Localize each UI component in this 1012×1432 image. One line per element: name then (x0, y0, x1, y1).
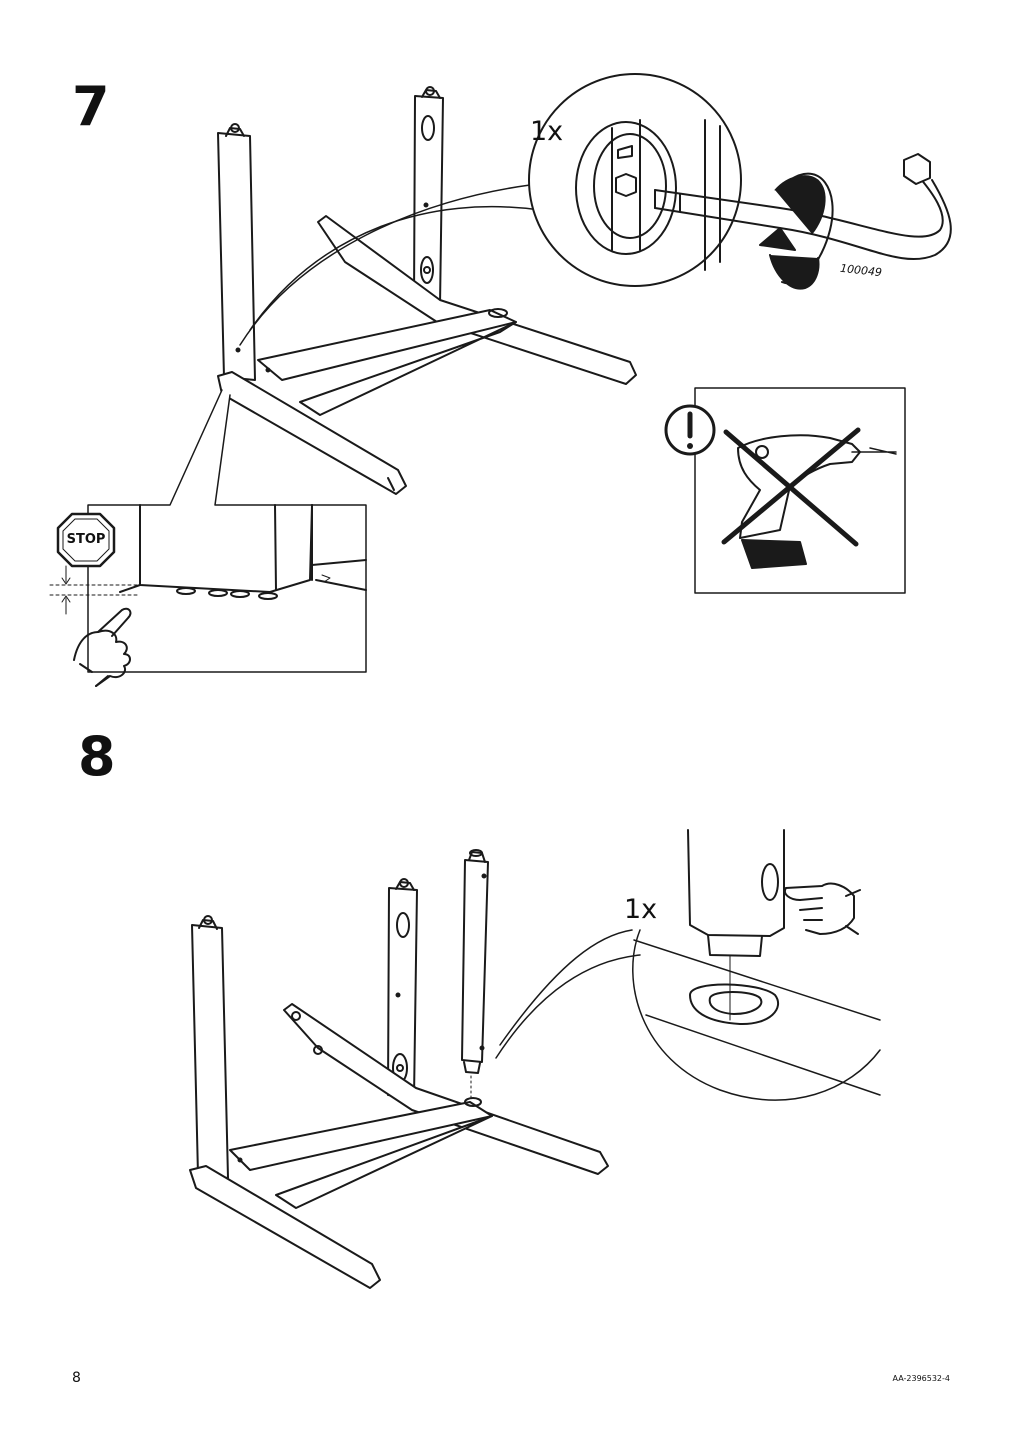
stop-sign-icon (58, 514, 114, 566)
crossed-out-icon (724, 430, 858, 544)
back-foot-bar (318, 216, 636, 384)
back-foot-bar (284, 1004, 608, 1174)
hand-pointing-icon (74, 609, 130, 686)
leg-adjuster-inset (50, 505, 366, 650)
hand-pointing-icon (785, 884, 860, 934)
cross-beam-lower (276, 1116, 492, 1208)
power-drill-icon (738, 435, 896, 568)
cross-beam-lower (300, 322, 516, 415)
front-foot-bar (190, 1166, 380, 1288)
left-upright-leg (192, 916, 228, 1178)
step-8-number: 8 (78, 725, 116, 788)
magnified-callout-insert (633, 830, 880, 1100)
step-8-quantity: 1x (624, 894, 658, 925)
new-leg-part (462, 850, 488, 1100)
page-number: 8 (72, 1370, 81, 1386)
allen-key-icon (655, 154, 951, 259)
rotation-arrow-icon (760, 174, 833, 289)
step-7-number: 7 (72, 75, 110, 138)
middle-upright-leg (388, 879, 417, 1098)
magnified-callout-adjuster (529, 74, 741, 286)
warning-exclamation-icon (666, 406, 714, 454)
left-upright-leg (218, 124, 255, 380)
stop-sign-label: STOP (66, 532, 106, 547)
step-7-quantity: 1x (530, 116, 564, 147)
document-id: AA-2396532-4 (892, 1374, 950, 1383)
cross-beam-upper (230, 1102, 492, 1170)
